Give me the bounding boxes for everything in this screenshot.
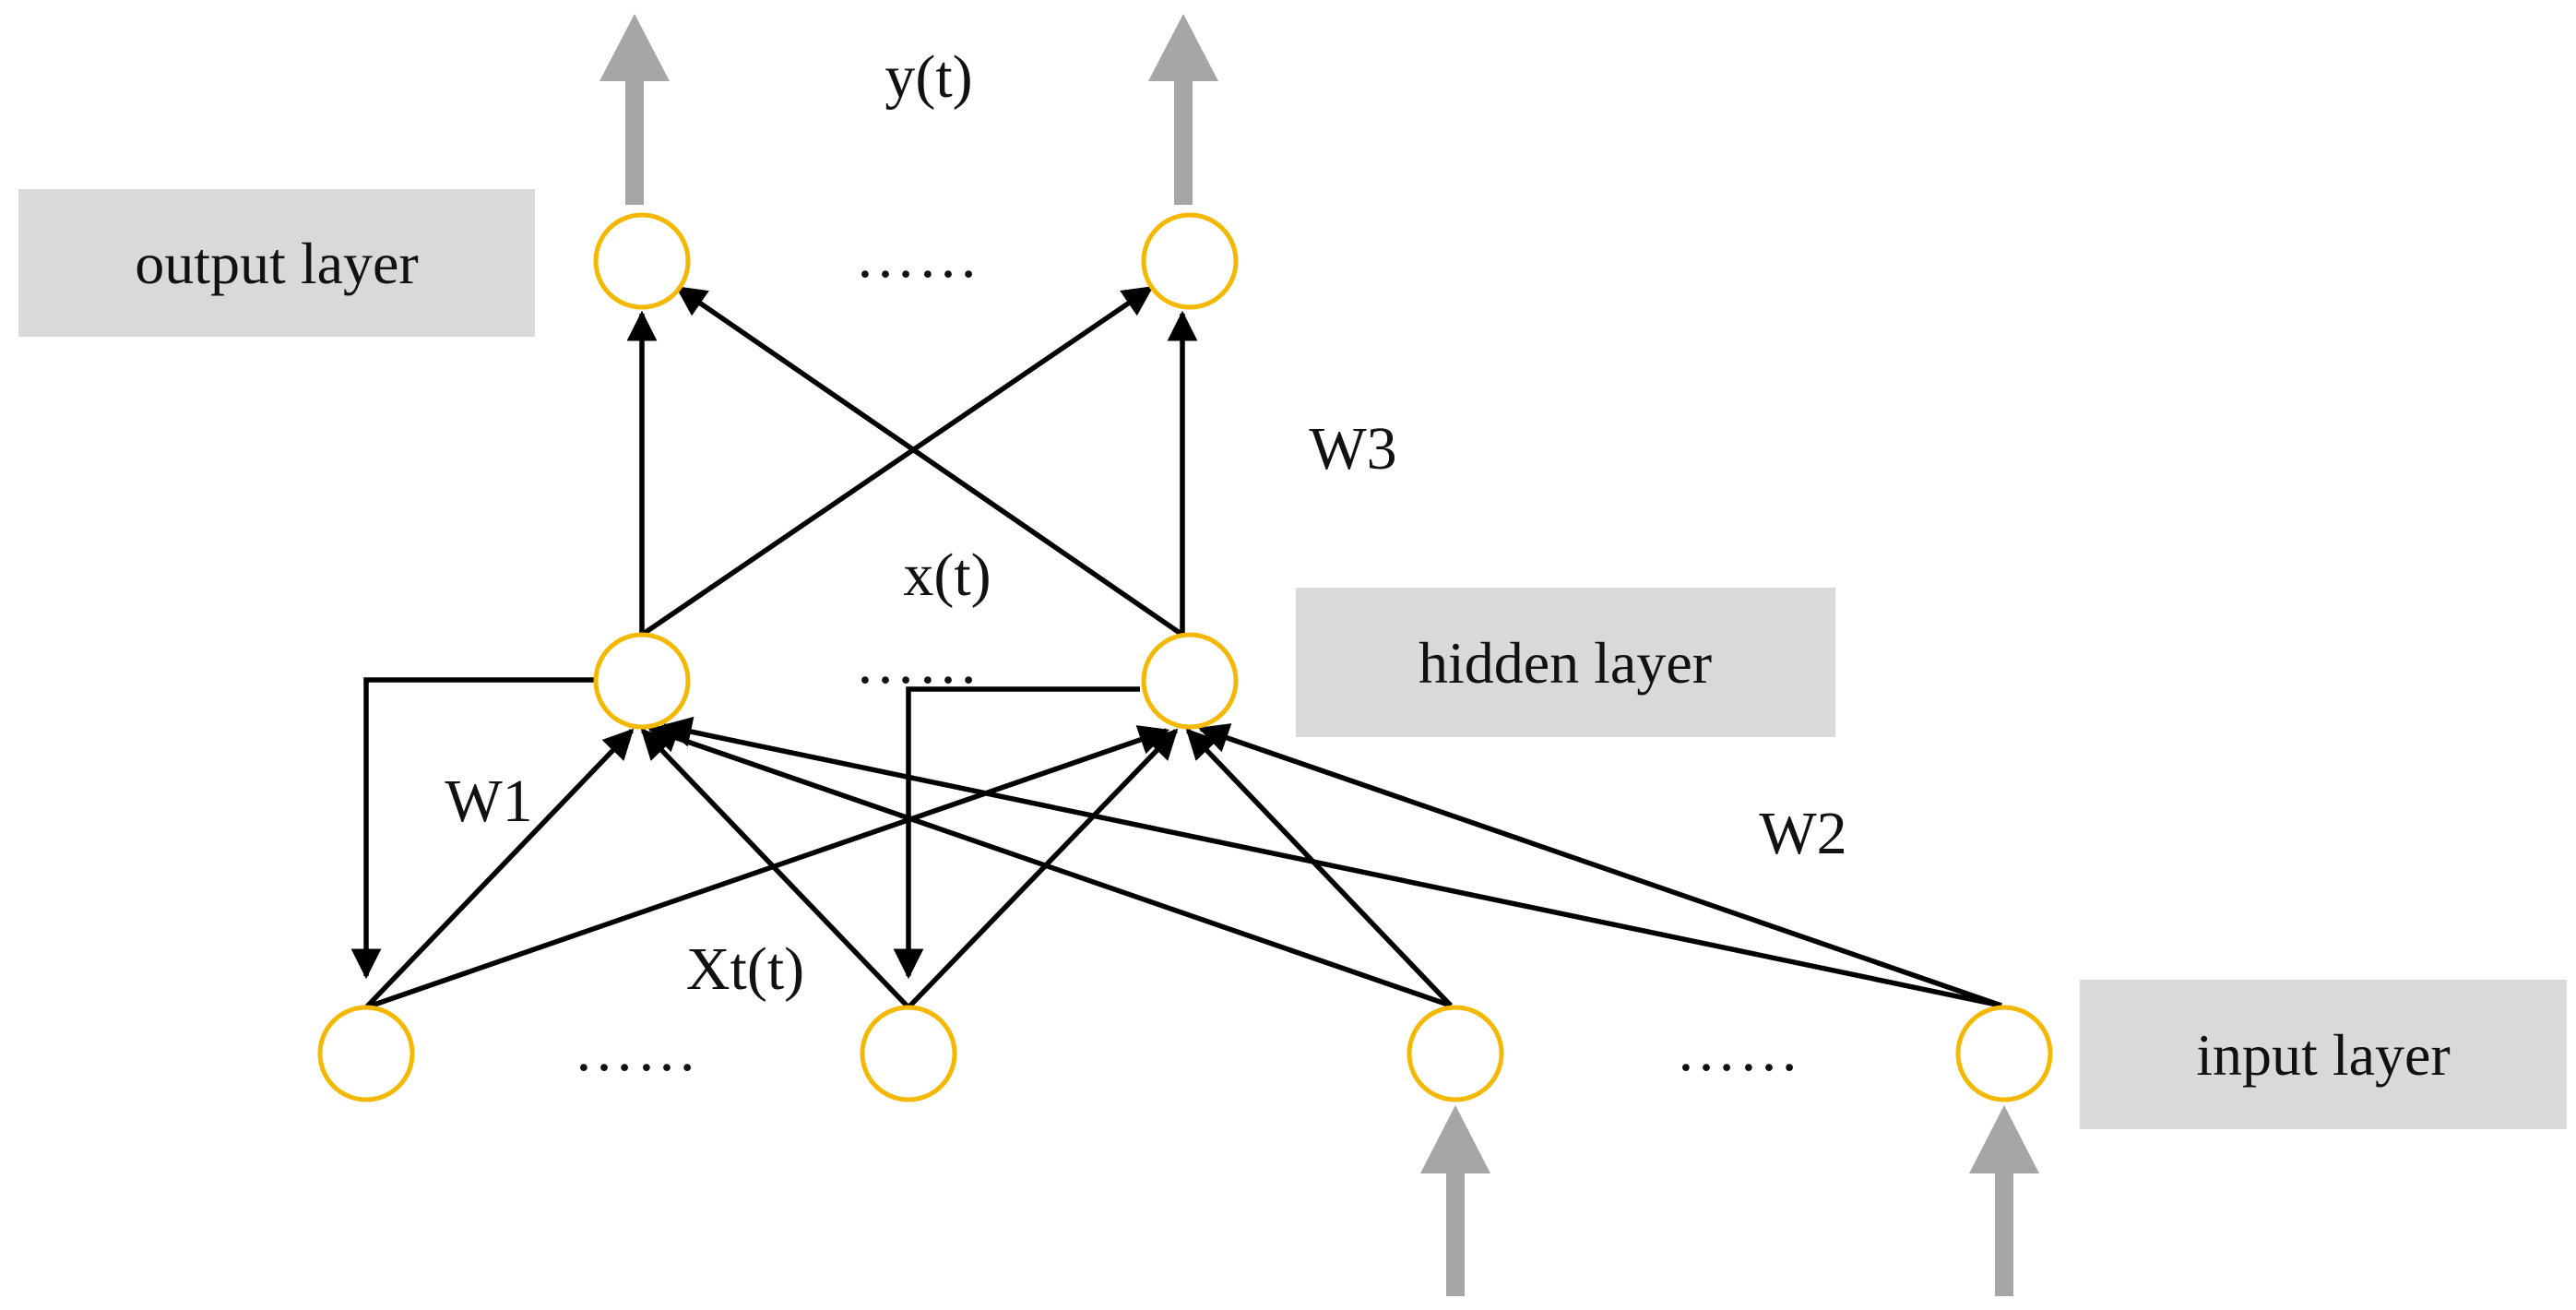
context-node-2	[860, 1005, 957, 1102]
hidden-ellipsis: ……	[855, 629, 980, 697]
weight-w3-label: W3	[1309, 415, 1396, 482]
edge-i2-h2	[1197, 723, 2002, 1008]
edge-i1-h1	[647, 723, 1452, 1008]
input-node-2	[1955, 1005, 2053, 1102]
context-node-1	[317, 1005, 415, 1102]
output-layer-label: output layer	[135, 231, 418, 296]
hidden-layer-box: hidden layer	[1296, 588, 1835, 737]
output-ellipsis: ……	[855, 223, 980, 291]
output-arrow-right-head	[1148, 14, 1218, 81]
edge-h1-o2	[640, 285, 1154, 637]
edge-h2-o1	[675, 285, 1184, 637]
edge-c2-h1	[640, 728, 910, 1009]
hidden-nodes	[593, 632, 1239, 730]
edge-context-loop-right	[893, 686, 1140, 980]
input-ellipsis-right: ……	[1676, 1017, 1801, 1084]
input-arrow-left-head	[1420, 1105, 1490, 1173]
input-arrow-right-head	[1969, 1105, 2039, 1173]
output-nodes	[593, 212, 1239, 310]
hidden-layer-label: hidden layer	[1419, 630, 1712, 696]
hidden-node-2	[1141, 632, 1239, 730]
hidden-node-1	[593, 632, 691, 730]
input-layer-box-bg	[2080, 980, 2567, 1129]
hidden-layer-box-bg	[1296, 588, 1835, 737]
input-layer-label: input layer	[2196, 1022, 2450, 1088]
weight-w2-label: W2	[1759, 800, 1846, 867]
context-input-label: Xt(t)	[686, 935, 804, 1003]
edge-c1-h2	[365, 725, 1170, 1010]
output-node-2	[1141, 212, 1239, 310]
edge-i1-h2	[1185, 728, 1453, 1007]
edge-i2-h1	[660, 716, 2002, 1008]
output-layer-box: output layer	[18, 189, 535, 337]
edge-context-loop-left	[350, 677, 599, 980]
output-node-1	[593, 212, 691, 310]
connections	[350, 285, 2002, 1010]
output-layer-box-bg	[18, 189, 535, 337]
input-arrows	[1420, 1105, 2039, 1296]
edge-c1-h1	[364, 728, 635, 1009]
input-ellipsis-left: ……	[574, 1017, 699, 1084]
weight-w1-label: W1	[445, 768, 532, 835]
output-arrow-left-head	[599, 14, 670, 81]
output-signal-label: y(t)	[884, 43, 972, 111]
input-node-1	[1407, 1005, 1504, 1102]
hidden-state-label: x(t)	[903, 542, 991, 609]
input-nodes	[317, 1005, 2053, 1102]
edge-c2-h2	[907, 728, 1179, 1009]
input-layer-box: input layer	[2080, 980, 2567, 1129]
output-arrows	[599, 14, 1218, 205]
